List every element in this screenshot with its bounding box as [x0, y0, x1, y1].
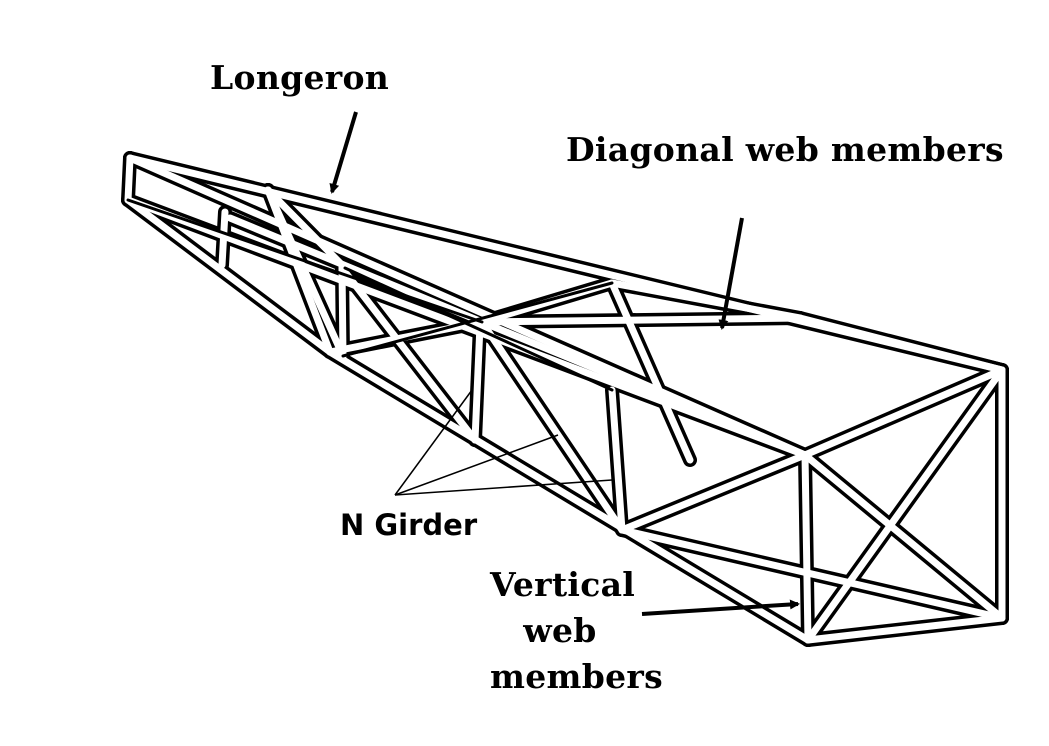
truss-member [126, 198, 484, 324]
truss-member [338, 264, 479, 444]
truss-member [226, 214, 486, 326]
vertical-web-members-label: Vertical web members [490, 562, 663, 700]
hidden-members [126, 198, 614, 392]
truss-member [478, 314, 804, 326]
vertical-label-line-3: members [490, 657, 663, 696]
truss-member [341, 281, 614, 358]
n-girder-label: N Girder [340, 508, 478, 542]
truss-member [218, 208, 229, 269]
truss-member [471, 321, 484, 444]
truss-member [804, 614, 1006, 644]
truss-member [804, 366, 1006, 644]
longeron-label: Longeron [210, 58, 390, 97]
n-girder-pointer-1 [394, 389, 473, 496]
truss-member [326, 318, 486, 356]
vertical-label-line-1: Vertical [490, 565, 636, 604]
truss-member [801, 366, 1006, 459]
truss-member [618, 451, 809, 534]
truss-member [264, 186, 349, 272]
truss-member [478, 318, 626, 534]
vertical-label-line-2: web [523, 611, 597, 650]
truss-member [326, 348, 812, 644]
truss-member [608, 386, 626, 534]
longeron-arrow [329, 111, 358, 194]
n-girder-pointer-2 [394, 434, 559, 496]
truss-member [264, 186, 334, 356]
diagonal-arrow [718, 217, 744, 330]
label-pointers [329, 111, 800, 616]
truss-frame [121, 151, 1009, 647]
vertical-arrow [641, 599, 800, 616]
diagonal-web-members-label: Diagonal web members [566, 130, 1004, 169]
truss-member [478, 318, 809, 459]
truss-member [343, 266, 614, 392]
n-girder-pointer-3 [394, 479, 613, 496]
truss-member [618, 526, 1006, 622]
truss-member [124, 196, 334, 356]
truss-member [124, 154, 134, 204]
truss-member [801, 451, 1006, 622]
truss-member [608, 279, 804, 322]
truss-member [608, 279, 694, 464]
truss-member [801, 451, 812, 644]
truss-member [338, 264, 347, 360]
truss-member [796, 314, 1006, 374]
